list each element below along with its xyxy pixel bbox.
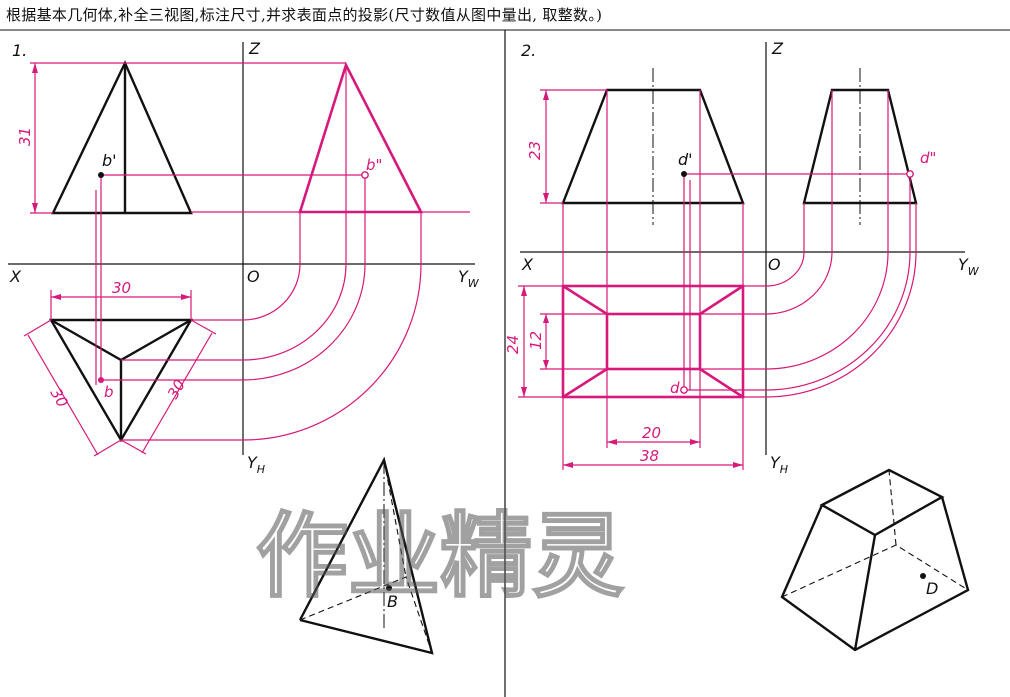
problem2-top-view — [561, 284, 745, 399]
problem2-dim-height-value: 23 — [526, 141, 544, 160]
problem2-point-front — [681, 171, 687, 177]
problem1-axis-yh: YH — [247, 453, 265, 476]
problem2-point-iso-label: D — [926, 579, 938, 598]
problem2-point-side-label: d" — [920, 149, 936, 167]
problem1-dim-width: 30 — [50, 279, 192, 320]
problem2-axis-yh-main: Y — [770, 453, 781, 472]
problem2-dim-depth-outer: 24 — [504, 285, 563, 398]
problem1-axis-yw-main: Y — [458, 267, 469, 286]
problem2: 2. Z X O YW YH — [504, 39, 980, 652]
problem1-number: 1. — [12, 41, 27, 60]
problem1-point-iso-label: B — [387, 592, 398, 611]
problem1: 1. Z X O YW YH — [8, 39, 480, 655]
problem1-dim-left-edge-value: 30 — [47, 385, 72, 411]
problem1-dim-width-value: 30 — [112, 279, 131, 297]
problem1-side-view — [298, 61, 424, 214]
problem1-isometric: B — [298, 456, 434, 655]
problem2-dim-depth-inner-value: 12 — [527, 331, 545, 350]
problem2-point-top-label: d — [670, 379, 680, 397]
problem2-axis-z: Z — [771, 39, 784, 58]
problem2-dim-depth-outer-value: 24 — [504, 335, 522, 354]
problem2-point-side — [906, 170, 914, 178]
problem2-axis-yh: YH — [770, 453, 788, 476]
problem1-axis-yh-main: Y — [247, 453, 258, 472]
problem1-axis-yh-sub: H — [257, 463, 265, 476]
problem1-construction — [95, 62, 470, 441]
problem2-point-front-label: d' — [678, 150, 693, 169]
problem1-dim-height: 31 — [16, 62, 125, 214]
problem2-number: 2. — [521, 41, 536, 60]
problem1-dim-right-edge: 30 — [120, 319, 217, 455]
problem2-construction — [562, 90, 917, 398]
problem2-dim-depth-inner: 12 — [527, 313, 607, 370]
problem2-axis-yw-sub: W — [968, 265, 980, 278]
problem2-dim-height: 23 — [526, 89, 607, 204]
problem1-point-top — [98, 377, 104, 383]
problem2-axis-yw-main: Y — [958, 255, 969, 274]
problem2-dim-bottom-width: 38 — [562, 397, 744, 470]
problem1-point-front-label: b' — [102, 151, 117, 170]
instruction-text: 根据基本几何体,补全三视图,标注尺寸,并求表面点的投影(尺寸数值从图中量出, 取… — [6, 6, 603, 24]
problem2-axis-yw: YW — [958, 255, 980, 278]
problem1-point-side-label: b" — [366, 156, 382, 174]
problem1-axis-o: O — [247, 267, 260, 286]
problem2-isometric: D — [780, 468, 970, 652]
problem2-axis-yh-sub: H — [780, 463, 788, 476]
problem1-point-front — [98, 172, 104, 178]
problem1-point-top-label: b — [104, 383, 114, 401]
problem1-axis-x: X — [9, 267, 22, 286]
problem2-point-top — [680, 386, 688, 394]
problem1-axis-z: Z — [248, 39, 261, 58]
problem1-axis-yw: YW — [458, 267, 480, 290]
problem1-axis-yw-sub: W — [468, 277, 480, 290]
problem2-axis-x: X — [521, 255, 534, 274]
problem1-point-side — [361, 171, 369, 179]
watermark-text: 作业精灵 — [256, 503, 624, 610]
problem1-front-view — [51, 60, 193, 215]
problem2-dim-top-width: 20 — [606, 369, 701, 448]
problem2-dim-bottom-width-value: 38 — [640, 447, 659, 465]
problem1-dim-height-value: 31 — [16, 127, 34, 146]
problem2-axis-o: O — [768, 255, 781, 274]
problem2-dim-top-width-value: 20 — [642, 424, 661, 442]
